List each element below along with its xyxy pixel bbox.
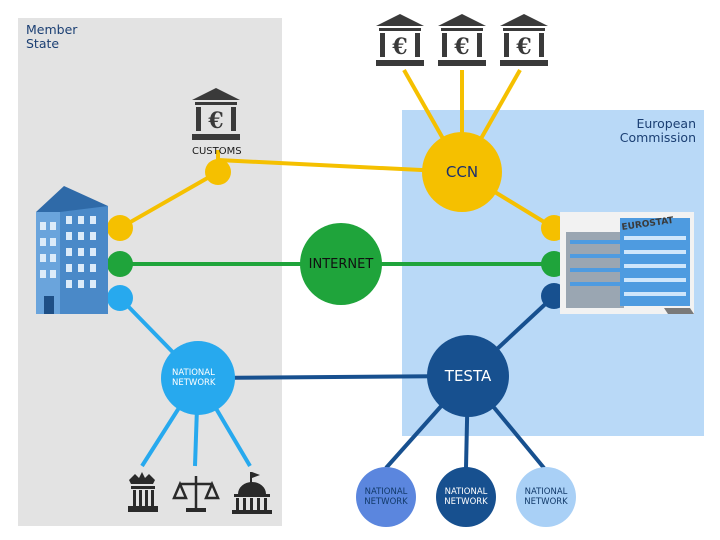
national-network-left-label: NATIONAL NETWORK <box>172 368 216 388</box>
government-building-icon <box>232 472 272 514</box>
national-network-3-label: NATIONAL NETWORK <box>524 487 568 507</box>
customs-building <box>36 186 108 314</box>
court-icon <box>128 472 158 512</box>
bank-icon: € <box>376 14 424 66</box>
national-network-2-node <box>436 467 496 527</box>
member-ccn-dot <box>107 215 133 241</box>
national-network-left-node <box>161 341 235 415</box>
bank-icon: € <box>500 14 548 66</box>
svg-text:€: € <box>207 108 223 134</box>
internet-label: INTERNET <box>308 257 374 272</box>
testa-node <box>427 335 509 417</box>
bank-icon: € <box>192 88 240 140</box>
justice-scales-icon <box>172 476 220 512</box>
member-internet-dot <box>107 251 133 277</box>
national-network-3-node <box>516 467 576 527</box>
european-commission-label: European Commission <box>619 116 696 145</box>
svg-text:€: € <box>515 34 531 60</box>
customs-dot <box>205 159 231 185</box>
bank-icon: € <box>438 14 486 66</box>
national-network-1-label: NATIONAL NETWORK <box>364 487 408 507</box>
svg-text:€: € <box>453 34 469 60</box>
customs-label: CUSTOMS <box>192 146 242 157</box>
ccn-node <box>422 132 502 212</box>
ccn-label: CCN <box>445 163 479 181</box>
svg-text:€: € <box>391 34 407 60</box>
member-national-dot <box>107 285 133 311</box>
member-state-label: Member State <box>26 22 78 51</box>
eurostat-building: EUROSTAT <box>560 212 694 314</box>
national-network-1-node <box>356 467 416 527</box>
internet-node <box>300 223 382 305</box>
national-network-2-label: NATIONAL NETWORK <box>444 487 488 507</box>
testa-label: TESTA <box>444 367 492 385</box>
